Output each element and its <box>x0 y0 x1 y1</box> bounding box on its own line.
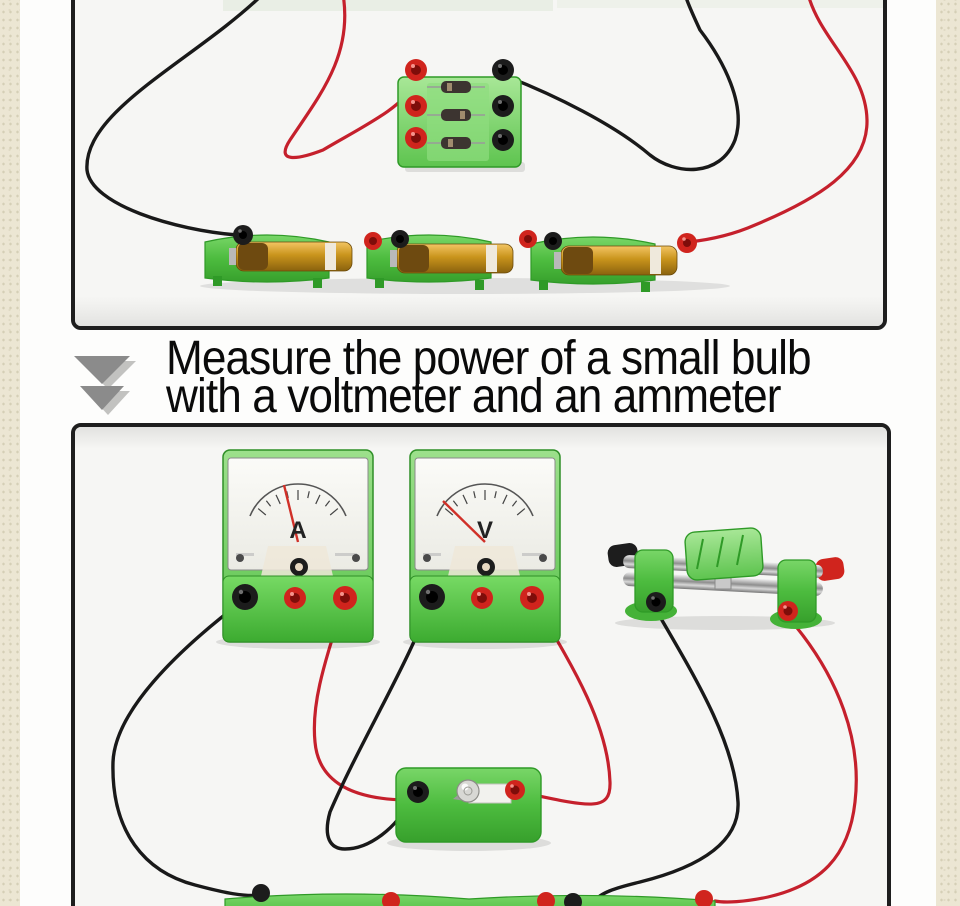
wire-black-rheostat-to-battery <box>593 608 740 903</box>
rheostat-right-bracket <box>770 559 822 629</box>
resistor-1 <box>441 81 471 93</box>
battery-cell-2 <box>390 243 514 274</box>
voltmeter-screw-left <box>423 554 431 562</box>
resistor-3 <box>441 137 471 149</box>
caption-line-1: Measure the power of a small bulb <box>166 332 812 385</box>
voltmeter-terminal-mid-red <box>471 587 493 609</box>
resistor-terminal-block <box>397 59 525 172</box>
photo-panel-top-battery-circuit <box>71 0 887 330</box>
rheostat-slider-knob <box>684 527 764 581</box>
voltmeter-terminal-negative-black <box>419 584 445 610</box>
wire-black-resistor-block-to-top <box>501 0 740 172</box>
down-arrow-icon <box>70 348 144 418</box>
battery-holder-strip <box>200 225 730 294</box>
ammeter-terminals <box>232 584 357 610</box>
cutoff-component-left <box>223 0 553 11</box>
voltmeter-scale-ticks <box>444 490 526 516</box>
ammeter-needle <box>282 484 300 543</box>
voltmeter-terminal-positive-red <box>520 586 544 610</box>
block-black-posts <box>492 59 514 151</box>
photo-panel-bottom-measurement-circuit: A <box>71 423 891 906</box>
ammeter-scale-arc <box>249 483 347 517</box>
bottom-photo-graphic: A <box>75 427 887 906</box>
battery-strip-bottom-body <box>224 893 716 906</box>
battery-cell-1 <box>229 241 353 272</box>
battery-strip-posts <box>233 225 697 253</box>
wire-red-rheostat-to-battery <box>713 615 858 904</box>
ammeter-screw-left <box>236 554 244 562</box>
rheostat-post-black <box>646 592 666 612</box>
ammeter-terminal-mid-red <box>284 587 306 609</box>
small-bulb <box>453 779 480 803</box>
wire-black-ammeter-to-battery <box>111 597 263 898</box>
aa-batteries <box>229 241 678 276</box>
ammeter: A <box>216 449 380 649</box>
ammeter-terminal-positive-red <box>333 586 357 610</box>
bulb-terminal-black <box>407 781 429 803</box>
bottom-circuit-wires <box>111 594 858 904</box>
bulb-terminal-red <box>505 780 525 800</box>
ammeter-screw-right <box>352 554 360 562</box>
wire-red-top-to-resistor-block <box>283 0 417 160</box>
rheostat-right-cap <box>815 557 845 581</box>
battery-strip-bottom-posts <box>252 884 713 906</box>
top-photo-graphic <box>75 0 883 326</box>
voltmeter: V <box>403 449 567 649</box>
block-resistors <box>427 81 485 149</box>
photo-floor-shade <box>75 296 883 326</box>
battery-strip-bottom <box>224 884 716 906</box>
block-red-posts <box>405 59 427 149</box>
bulb-holder-base <box>395 767 542 843</box>
wire-red-top-to-battery-right <box>687 0 869 244</box>
voltmeter-unit-label: V <box>477 517 493 544</box>
voltmeter-screw-right <box>539 554 547 562</box>
ammeter-unit-label: A <box>289 517 306 544</box>
rheostat-left-bracket <box>625 549 677 621</box>
resistor-2 <box>441 109 471 121</box>
ammeter-terminal-negative-black <box>232 584 258 610</box>
voltmeter-terminals <box>419 584 544 610</box>
battery-cell-3 <box>554 245 678 276</box>
wire-black-voltmeter-to-bulb <box>325 594 434 851</box>
wire-red-voltmeter-to-bulb <box>523 596 612 806</box>
section-caption: Measure the power of a small bulb with a… <box>166 332 851 424</box>
photo-top-shade <box>75 427 887 449</box>
top-circuit-wires <box>85 0 869 244</box>
caption-line-2: with a voltmeter and an ammeter <box>166 370 781 423</box>
rheostat <box>607 527 845 630</box>
voltmeter-needle <box>442 500 486 543</box>
wire-black-top-to-battery-left <box>85 0 260 237</box>
wire-red-ammeter-to-bulb <box>312 596 408 802</box>
bulb-holder <box>387 767 551 851</box>
cutoff-component-right <box>557 0 883 8</box>
rheostat-post-red <box>778 601 798 621</box>
block-face <box>427 83 489 161</box>
